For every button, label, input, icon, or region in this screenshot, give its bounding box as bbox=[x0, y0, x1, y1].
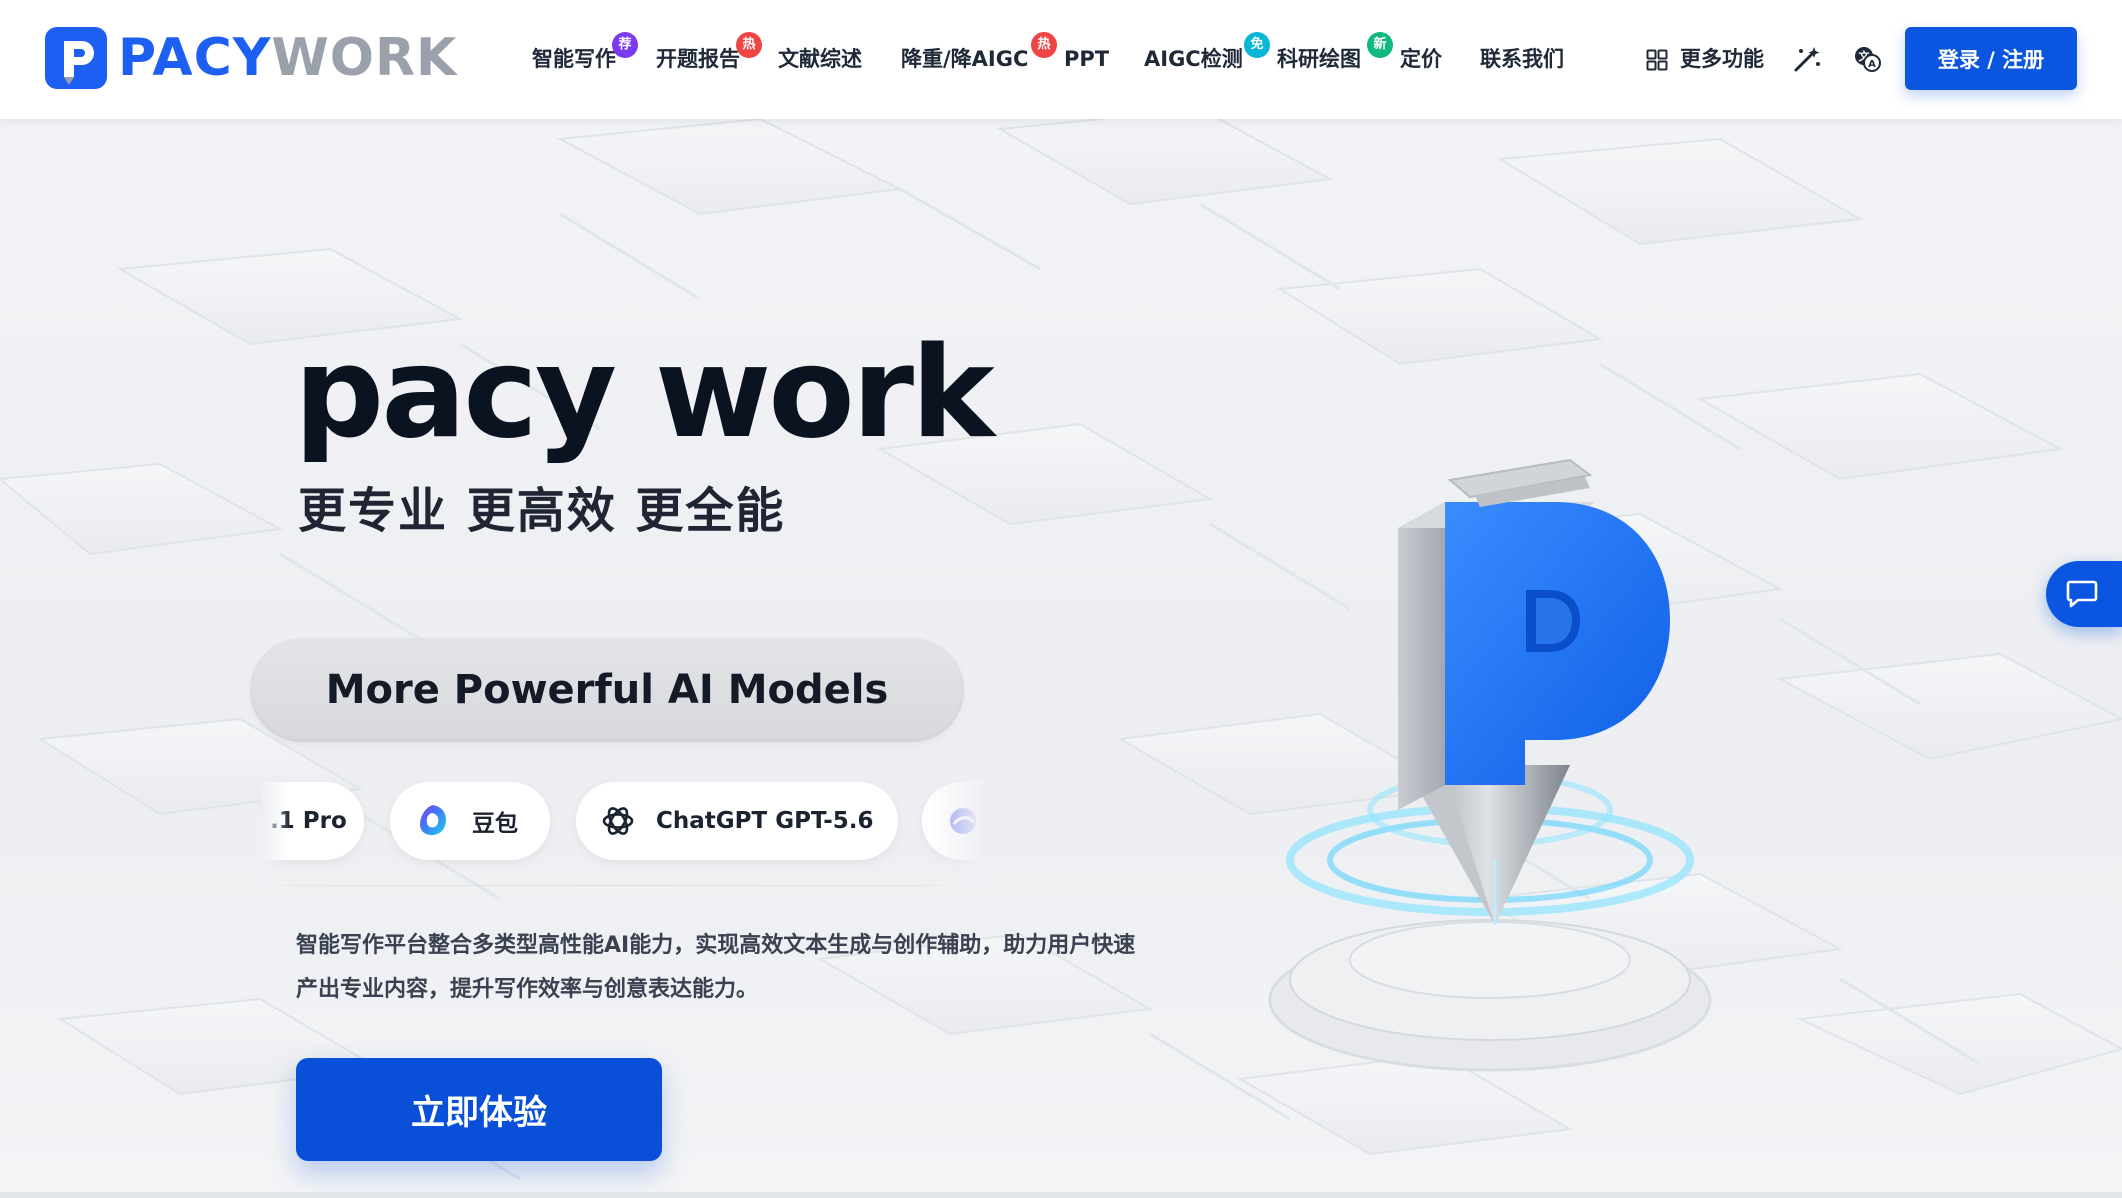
brand-logo[interactable]: PACYWORK bbox=[44, 25, 457, 91]
doubao-icon bbox=[420, 805, 446, 836]
carousel-fade-left bbox=[262, 780, 290, 886]
more-features-button[interactable]: 更多功能 bbox=[1646, 0, 1764, 119]
try-now-button[interactable]: 立即体验 bbox=[296, 1058, 662, 1161]
nav-badge: 荐 bbox=[612, 32, 638, 58]
nav-item[interactable]: PPT bbox=[1064, 0, 1109, 119]
grid-icon bbox=[1646, 49, 1668, 70]
hero-description: 智能写作平台整合多类型高性能AI能力，实现高效文本生成与创作辅助，助力用户快速产… bbox=[296, 933, 1136, 1002]
login-register-button[interactable]: 登录 / 注册 bbox=[1905, 27, 2077, 90]
model-carousel: .1 Pro 豆包 ChatGPT GPT-5.6 bbox=[262, 780, 984, 886]
nav-item-label: 降重/降AIGC bbox=[901, 47, 1029, 71]
logo-mark-icon bbox=[45, 27, 107, 89]
nav-item[interactable]: 联系我们 bbox=[1480, 0, 1564, 119]
more-features-label: 更多功能 bbox=[1680, 47, 1764, 71]
hero-title: pacy work bbox=[294, 319, 995, 466]
nav-item[interactable]: 文献综述 bbox=[778, 0, 862, 119]
nav-item[interactable]: 智能写作荐 bbox=[532, 0, 638, 119]
nav-badge: 免 bbox=[1244, 32, 1270, 58]
nav-item-label: 开题报告 bbox=[656, 47, 740, 71]
hero-pen-illustration bbox=[1268, 458, 1712, 1072]
model-chip[interactable]: 豆包 bbox=[390, 782, 550, 860]
nav-item-label: AIGC检测 bbox=[1144, 47, 1243, 71]
nav-item-label: 定价 bbox=[1400, 47, 1442, 71]
chat-icon bbox=[2066, 580, 2098, 608]
model-chip[interactable]: ChatGPT GPT-5.6 bbox=[576, 782, 898, 860]
doubao-label: 豆包 bbox=[472, 811, 518, 837]
nav-badge: 热 bbox=[736, 32, 762, 58]
carousel-fade-right bbox=[924, 780, 984, 886]
nav-item-label: PPT bbox=[1064, 47, 1110, 71]
nav-badge: 热 bbox=[1031, 32, 1057, 58]
nav-badge: 新 bbox=[1367, 32, 1393, 58]
chatgpt-label: ChatGPT GPT-5.6 bbox=[656, 808, 874, 834]
models-banner: More Powerful AI Models bbox=[250, 638, 964, 742]
logo-text: PACYWORK bbox=[118, 28, 458, 88]
nav-item-label: 科研绘图 bbox=[1277, 47, 1361, 71]
nav-item[interactable]: 科研绘图新 bbox=[1277, 0, 1393, 119]
nav-item[interactable]: 开题报告热 bbox=[656, 0, 762, 119]
nav-item[interactable]: 定价 bbox=[1400, 0, 1442, 119]
nav-item-label: 文献综述 bbox=[778, 47, 862, 71]
nav-item[interactable]: AIGC检测免 bbox=[1144, 0, 1270, 119]
chat-support-button[interactable] bbox=[2046, 561, 2122, 627]
page-bottom-divider bbox=[0, 1192, 2122, 1198]
theme-toggle-icon[interactable] bbox=[1792, 44, 1822, 74]
svg-text:A: A bbox=[1868, 59, 1876, 70]
nav-item-label: 联系我们 bbox=[1480, 47, 1564, 71]
nav-item-label: 智能写作 bbox=[532, 47, 616, 71]
language-icon[interactable]: 文 A bbox=[1852, 44, 1882, 74]
openai-icon bbox=[602, 807, 634, 835]
hero-subtitle: 更专业 更高效 更全能 bbox=[298, 483, 786, 539]
